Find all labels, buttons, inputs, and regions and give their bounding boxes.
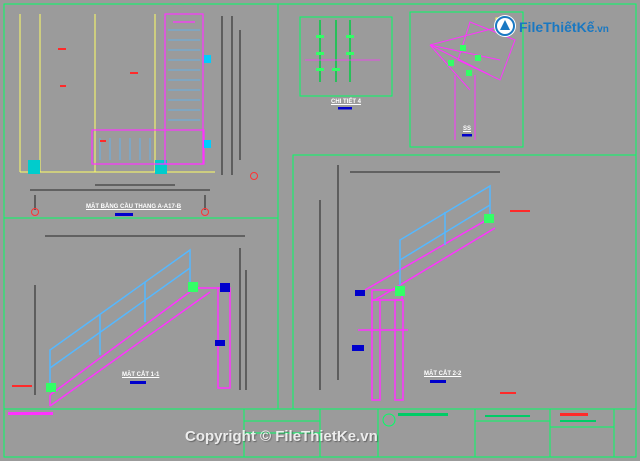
plan-view-title: MẶT BẰNG CẦU THANG A-A17-B <box>86 204 182 210</box>
section-1-1-title: MẶT CẮT 1-1 <box>122 372 160 378</box>
section-2-2 <box>319 165 530 401</box>
detail-4 <box>305 20 380 110</box>
drawing-frames <box>3 3 637 458</box>
column-cyan-left <box>28 160 40 174</box>
section-1-1 <box>12 235 247 407</box>
section22-frame <box>292 154 637 410</box>
logo-icon <box>494 15 516 37</box>
detail-frame <box>299 16 393 97</box>
filethietke-logo[interactable]: FileThiếtKế.vn <box>493 14 613 40</box>
plan-view <box>19 13 258 216</box>
corner-detail-frame <box>409 11 524 148</box>
corner-detail <box>429 17 516 140</box>
corner-detail-label: SS <box>463 126 472 132</box>
detail-4-title: CHI TIẾT 4 <box>331 99 362 105</box>
logo-text: FileThiếtKế.vn <box>519 19 609 35</box>
copyright-watermark: Copyright © FileThietKe.vn <box>185 428 378 445</box>
section-2-2-title: MẶT CẮT 2-2 <box>424 371 462 377</box>
title-block <box>8 412 596 427</box>
